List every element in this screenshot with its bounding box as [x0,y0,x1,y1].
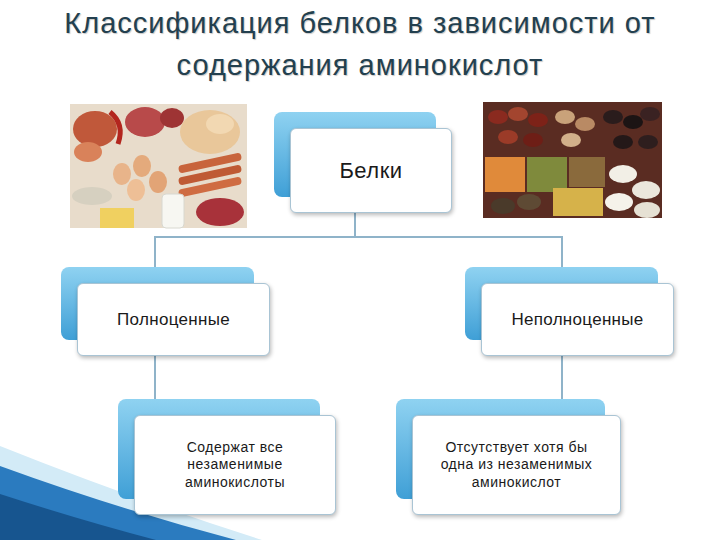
milk-bottle [162,194,184,228]
lentils [485,157,525,192]
meat [160,108,184,128]
egg [127,179,145,201]
chicken [206,114,234,134]
category-box: Неполноценные [481,283,674,356]
decor-swoosh [0,494,156,540]
bean [561,133,581,147]
bean [523,133,543,147]
bean [575,117,595,131]
lentils [527,157,567,192]
bean [609,165,637,183]
box-text: Отсутствует хотя бы одна из незаменимых … [427,439,606,492]
category-box: Полноценные [77,283,270,356]
cheese [100,208,134,228]
peas [553,188,603,216]
bean [517,194,541,210]
bean [605,193,633,211]
root-box: Белки [290,128,452,213]
bean [603,110,623,124]
fish [72,187,112,205]
bean [498,130,518,144]
bean [638,135,658,149]
egg [133,155,151,177]
shrimp [74,142,102,162]
box-text: Неполноценные [511,309,643,330]
chili [110,112,120,144]
box-text: Полноценные [117,309,230,330]
mince [196,198,244,226]
box-text: Белки [339,157,402,185]
shrimp [73,111,117,147]
bean [488,110,508,124]
meat [125,107,165,137]
lentils [569,157,605,187]
chicken [180,110,240,154]
egg [113,163,131,185]
bean [623,115,643,129]
bean [491,198,515,214]
sausage [178,176,242,197]
bean [555,110,575,124]
bean [528,113,548,127]
box-text: Содержат все незаменимые аминокислоты [149,439,321,492]
photo-ground [483,102,662,218]
egg [149,171,167,193]
photo-ground [70,104,247,228]
category-box: Отсутствует хотя бы одна из незаменимых … [412,415,621,515]
category-box: Содержат все незаменимые аминокислоты [134,415,336,515]
animal-food-photo [70,104,247,228]
bean [632,181,660,199]
bean [634,202,660,218]
legume-photo [483,102,662,218]
diagram-title: Классификация белков в зависимости от со… [10,2,710,86]
bean [508,107,528,121]
bean [640,107,660,121]
bean [613,135,633,149]
